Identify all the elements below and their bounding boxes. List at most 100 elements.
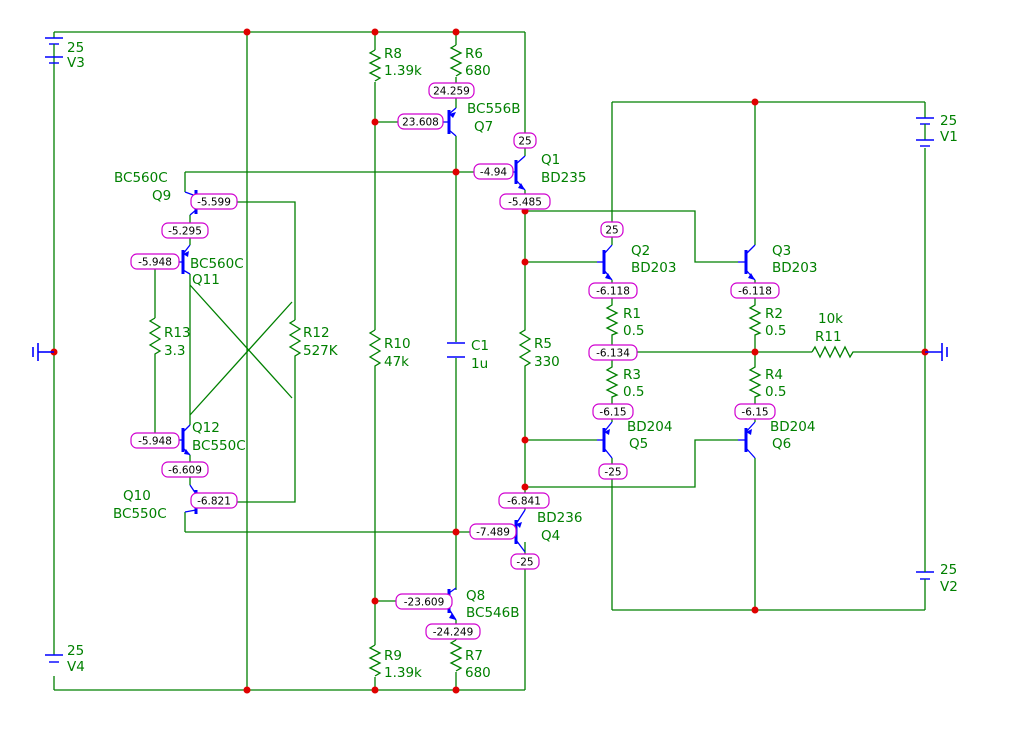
r3-value-label: 0.5 bbox=[623, 384, 644, 400]
r4-ref-label: R4 bbox=[765, 367, 783, 383]
svg-text:-6.15: -6.15 bbox=[599, 407, 626, 419]
v2-ref-label: V2 bbox=[940, 579, 958, 595]
v4-ref-label: V4 bbox=[67, 659, 85, 675]
resistor-r1 bbox=[605, 300, 619, 338]
svg-text:-5.948: -5.948 bbox=[138, 257, 172, 269]
r7-value-label: 680 bbox=[465, 665, 491, 681]
svg-text:-25: -25 bbox=[604, 467, 621, 479]
svg-text:-5.485: -5.485 bbox=[508, 197, 542, 209]
q10-model-label: BC550C bbox=[113, 506, 167, 522]
r11-ref-label: R11 bbox=[815, 329, 842, 345]
v2-value-label: 25 bbox=[940, 562, 957, 578]
probe-q4-collector: -25 bbox=[510, 553, 540, 570]
q4-ref-label: Q4 bbox=[541, 528, 560, 544]
probe-q8-base: -23.609 bbox=[395, 593, 453, 610]
svg-text:-5.295: -5.295 bbox=[168, 226, 202, 238]
resistor-r6 bbox=[449, 44, 463, 77]
v4-value-label: 25 bbox=[67, 643, 84, 659]
probe-q4-emitter: -6.841 bbox=[498, 492, 550, 509]
probe-q4-base: -7.489 bbox=[469, 523, 517, 540]
battery-v3 bbox=[45, 37, 63, 70]
q2-model-label: BD203 bbox=[631, 260, 676, 276]
battery-v2 bbox=[916, 560, 934, 590]
probe-q5-emitter: -6.15 bbox=[592, 403, 634, 420]
q9-ref-label: Q9 bbox=[152, 188, 171, 204]
q8-ref-label: Q8 bbox=[466, 588, 485, 604]
r12-value-label: 527K bbox=[303, 343, 339, 359]
transistor-q7 bbox=[440, 107, 457, 137]
svg-text:-23.609: -23.609 bbox=[404, 597, 445, 609]
probe-q9-emitter: -5.599 bbox=[190, 193, 238, 210]
r6-ref-label: R6 bbox=[465, 46, 483, 62]
probe-q2-emitter: -6.118 bbox=[588, 282, 638, 299]
v1-ref-label: V1 bbox=[940, 129, 958, 145]
probe-q5-collector: -25 bbox=[598, 463, 628, 480]
svg-text:-24.249: -24.249 bbox=[433, 627, 474, 639]
svg-text:25: 25 bbox=[518, 136, 531, 148]
resistor-r9 bbox=[368, 644, 382, 677]
resistor-r10 bbox=[368, 329, 382, 372]
svg-text:-6.134: -6.134 bbox=[596, 348, 630, 360]
probe-q8-emitter: -24.249 bbox=[425, 623, 481, 640]
q11-model-label: BC560C bbox=[190, 256, 244, 272]
v3-value-label: 25 bbox=[67, 40, 84, 56]
q12-model-label: BC550C bbox=[192, 438, 246, 454]
voltage-probes: 24.259 23.608 25 -4.94 -5.485 -5.599 -5.… bbox=[130, 82, 780, 640]
q7-ref-label: Q7 bbox=[474, 119, 493, 135]
ground-symbol-right bbox=[925, 343, 948, 361]
r10-ref-label: R10 bbox=[384, 336, 411, 352]
resistor-r4 bbox=[748, 362, 762, 400]
probe-q7-base: 23.608 bbox=[397, 113, 444, 130]
q12-ref-label: Q12 bbox=[192, 420, 220, 436]
r1-ref-label: R1 bbox=[623, 306, 641, 322]
r1-value-label: 0.5 bbox=[623, 323, 644, 339]
transistor-q5 bbox=[597, 421, 613, 459]
svg-text:-5.599: -5.599 bbox=[197, 197, 231, 209]
q7-model-label: BC556B bbox=[467, 101, 520, 117]
v3-ref-label: V3 bbox=[67, 55, 85, 71]
svg-text:-4.94: -4.94 bbox=[480, 167, 507, 179]
probe-output: -6.134 bbox=[588, 344, 638, 361]
svg-text:-5.948: -5.948 bbox=[138, 436, 172, 448]
probe-q9-collector: -5.295 bbox=[161, 222, 209, 239]
battery-v1 bbox=[916, 117, 934, 147]
q5-ref-label: Q5 bbox=[629, 436, 648, 452]
q8-model-label: BC546B bbox=[466, 605, 519, 621]
probe-q11-base: -5.948 bbox=[130, 253, 180, 270]
r5-ref-label: R5 bbox=[534, 336, 552, 352]
q5-model-label: BD204 bbox=[627, 419, 672, 435]
transistor-q2 bbox=[597, 244, 613, 281]
resistor-r5 bbox=[518, 320, 532, 372]
probe-q7-emitter: 24.259 bbox=[428, 82, 475, 99]
svg-text:-25: -25 bbox=[516, 557, 533, 569]
r11-value-label: 10k bbox=[818, 311, 843, 327]
v1-value-label: 25 bbox=[940, 113, 957, 129]
svg-text:24.259: 24.259 bbox=[433, 86, 470, 98]
r13-value-label: 3.3 bbox=[164, 343, 185, 359]
c1-value-label: 1u bbox=[471, 356, 488, 372]
r2-ref-label: R2 bbox=[765, 306, 783, 322]
capacitor-c1 bbox=[447, 342, 465, 358]
resistor-r12 bbox=[288, 319, 302, 362]
r3-ref-label: R3 bbox=[623, 367, 641, 383]
probe-q2-collector: 25 bbox=[600, 221, 624, 238]
resistor-r7 bbox=[449, 639, 463, 672]
q3-ref-label: Q3 bbox=[772, 243, 791, 259]
resistor-r3 bbox=[605, 362, 619, 400]
r8-value-label: 1.39k bbox=[384, 63, 422, 79]
q1-ref-label: Q1 bbox=[541, 152, 560, 168]
r9-ref-label: R9 bbox=[384, 648, 402, 664]
q6-ref-label: Q6 bbox=[772, 436, 791, 452]
probe-q1-base: -4.94 bbox=[473, 163, 514, 180]
resistor-r13 bbox=[148, 317, 162, 360]
q9-model-label: BC560C bbox=[114, 170, 168, 186]
svg-text:-6.609: -6.609 bbox=[168, 465, 202, 477]
q2-ref-label: Q2 bbox=[631, 243, 650, 259]
r9-value-label: 1.39k bbox=[384, 665, 422, 681]
r4-value-label: 0.5 bbox=[765, 384, 786, 400]
svg-text:23.608: 23.608 bbox=[402, 117, 439, 129]
probe-q1-collector: 25 bbox=[513, 132, 537, 149]
probe-q10-emitter: -6.821 bbox=[190, 492, 238, 509]
probe-q1-emitter: -5.485 bbox=[499, 193, 551, 210]
q1-model-label: BD235 bbox=[541, 170, 586, 186]
